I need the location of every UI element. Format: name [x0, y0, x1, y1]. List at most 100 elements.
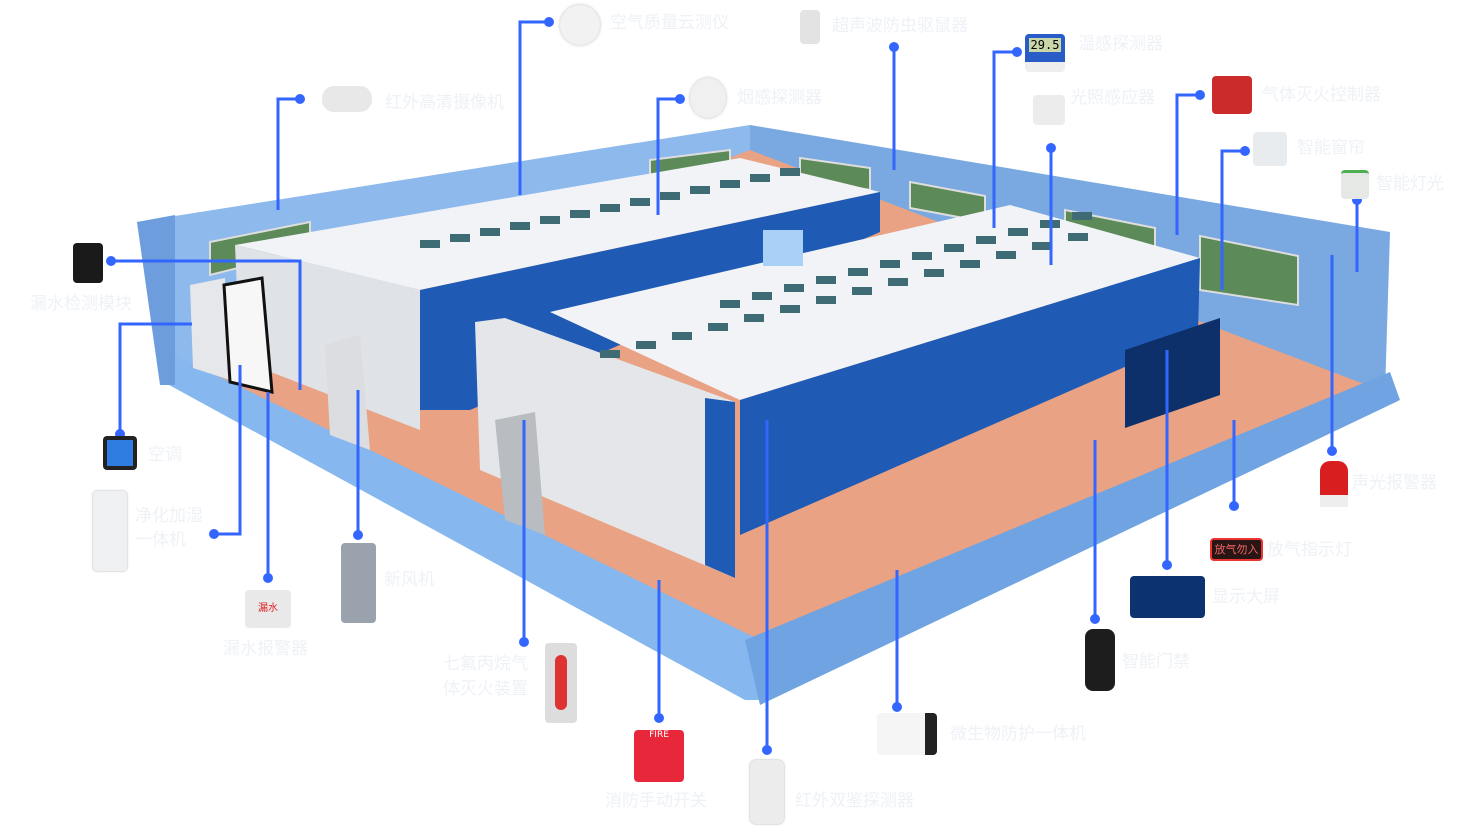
vent-pad	[540, 216, 560, 224]
vent-pad	[690, 186, 710, 194]
connector-line	[1175, 93, 1200, 235]
vent-pad	[480, 228, 500, 236]
connector-lines	[111, 20, 1359, 750]
vent-pad	[780, 168, 800, 176]
front-wall-left	[160, 355, 760, 700]
vent-pad	[944, 244, 964, 252]
vent-pad	[1032, 242, 1052, 250]
vent-pad	[708, 323, 728, 331]
smoke-detector-icon	[690, 78, 726, 118]
connector-dot	[1327, 446, 1337, 456]
microbe-protector-icon	[877, 713, 937, 755]
label-fresh-air: 新风机	[384, 570, 435, 590]
vent-pad	[570, 210, 590, 218]
connector-dot	[654, 713, 664, 723]
vent-pad	[880, 260, 900, 268]
leak-module-icon	[73, 243, 103, 283]
vent-pad	[780, 305, 800, 313]
shelf-vents	[420, 168, 1092, 358]
vent-pad	[630, 198, 650, 206]
vent-pad	[636, 341, 656, 349]
vent-pad	[720, 300, 740, 308]
connector-line	[1220, 149, 1245, 290]
connector-line	[656, 97, 680, 215]
vent-pad	[924, 269, 944, 277]
fresh-air-icon	[341, 543, 376, 623]
air-quality-icon	[560, 5, 600, 45]
end-cabinet-blue	[705, 398, 735, 578]
connector-dot	[1240, 146, 1250, 156]
label-microbe-protector: 微生物防护一体机	[950, 724, 1086, 744]
label-hfc-extinguisher-2: 体灭火装置	[443, 679, 528, 699]
vent-pad	[996, 251, 1016, 259]
cabinet-dark	[222, 276, 274, 394]
label-hfc-extinguisher: 七氟丙烷气	[443, 654, 528, 674]
connector-dot	[892, 702, 902, 712]
purifier-icon	[93, 491, 127, 571]
wall-display	[1125, 318, 1220, 428]
vent-pad	[450, 234, 470, 242]
vent-pad	[720, 180, 740, 188]
label-ir-camera: 红外高清摄像机	[385, 93, 504, 113]
ceiling-unit	[763, 230, 803, 266]
end-cabinets	[475, 318, 735, 578]
label-temp-detector: 温感探测器	[1078, 34, 1163, 54]
label-fire-switch: 消防手动开关	[605, 791, 707, 811]
connector-dot	[1195, 90, 1205, 100]
label-leak-alarm: 漏水报警器	[223, 639, 308, 659]
vent-pad	[1072, 212, 1092, 220]
vent-pad	[888, 278, 908, 286]
vent-pad	[1068, 233, 1088, 241]
extinguisher-icon	[545, 643, 577, 723]
connector-dot	[544, 17, 554, 27]
label-gas-controller: 气体灭火控制器	[1262, 85, 1381, 105]
vent-pad	[672, 332, 692, 340]
connector-dot	[762, 745, 772, 755]
connector-dot	[1229, 501, 1239, 511]
label-smoke-detector: 烟感探测器	[737, 88, 822, 108]
connector-dot	[106, 256, 116, 266]
display-screen-icon	[1130, 576, 1205, 618]
shelf-block-left-side	[235, 245, 420, 430]
front-wall-right	[745, 372, 1400, 705]
label-smart-curtain: 智能窗帘	[1297, 138, 1365, 158]
vent-pad	[420, 240, 440, 248]
connector-dot	[519, 637, 529, 647]
shelf-block-right-top	[550, 205, 1200, 400]
connector-dot	[889, 42, 899, 52]
label-ir-dual: 红外双鉴探测器	[795, 791, 914, 811]
access-control-icon	[1085, 629, 1115, 691]
connector-line	[518, 20, 549, 195]
connector-dot	[263, 573, 273, 583]
curtain-icon	[1253, 132, 1287, 166]
vent-pad	[752, 292, 772, 300]
sound-light-alarm-icon	[1320, 461, 1348, 507]
connector-line	[111, 259, 302, 390]
cabinet	[495, 412, 545, 535]
label-light-sensor: 光照感应器	[1070, 88, 1155, 108]
connector-line	[276, 97, 300, 210]
wall-left-end	[137, 215, 175, 385]
vent-pad	[600, 350, 620, 358]
connector-dot	[353, 530, 363, 540]
vent-pad	[510, 222, 530, 230]
vent-pad	[816, 296, 836, 304]
connector-dot	[1012, 47, 1022, 57]
vent-pad	[852, 287, 872, 295]
shelf-block-right-front	[740, 258, 1200, 535]
vent-pad	[660, 192, 680, 200]
vent-pad	[976, 236, 996, 244]
connector-line	[214, 365, 242, 536]
connector-dot	[209, 529, 219, 539]
ac-panel-icon	[103, 436, 137, 470]
connector-dot	[1046, 143, 1056, 153]
label-ultrasonic-repeller: 超声波防虫驱鼠器	[832, 16, 968, 36]
vent-pad	[1008, 228, 1028, 236]
vent-pad	[750, 174, 770, 182]
vent-pad	[816, 276, 836, 284]
release-indicator-icon: 放气勿入	[1210, 538, 1263, 561]
vent-pad	[848, 268, 868, 276]
fire-switch-icon: FIRE	[634, 730, 684, 782]
smart-light-icon	[1341, 170, 1369, 199]
